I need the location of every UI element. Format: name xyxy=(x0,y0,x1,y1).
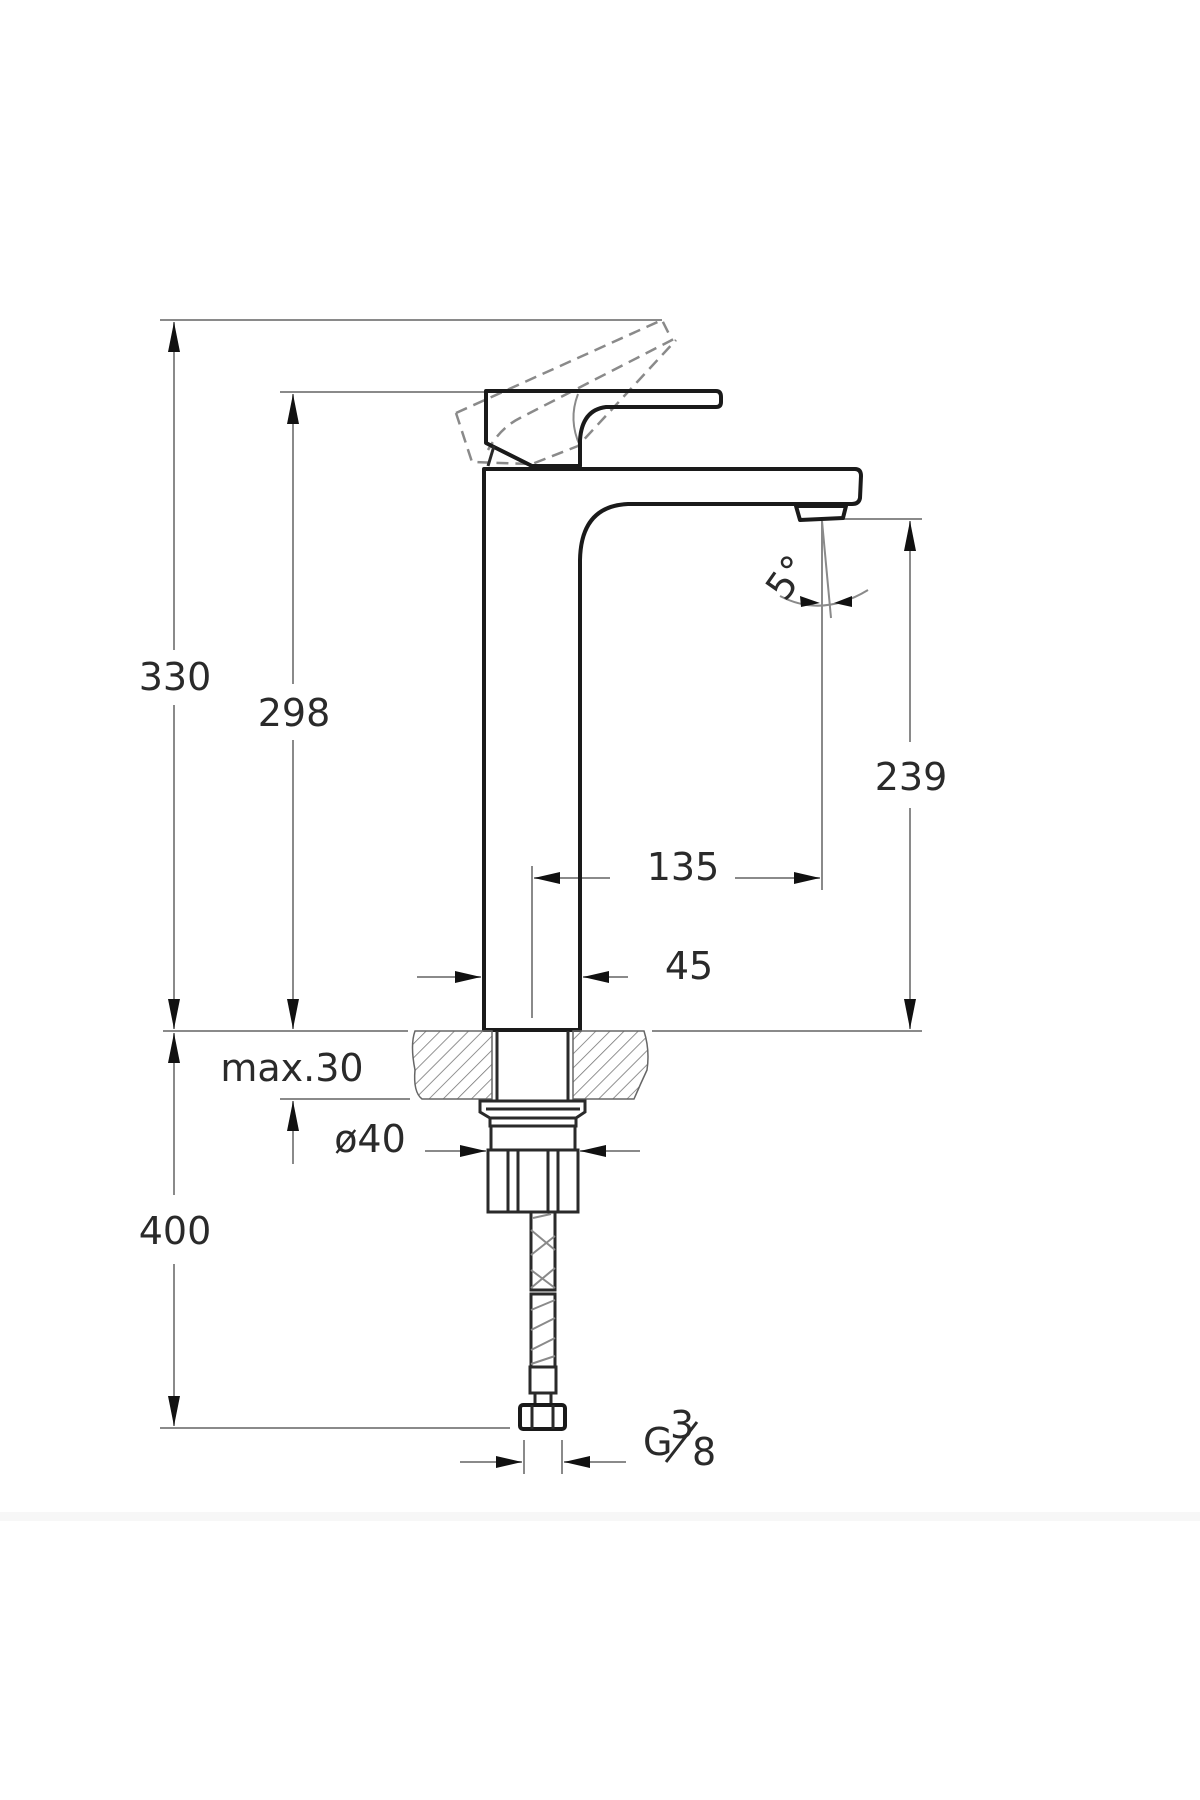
dimension-135 xyxy=(534,872,820,884)
hose-thread-letter: G xyxy=(643,1420,672,1464)
faucet-body xyxy=(454,318,863,1032)
dimension-hose-thread xyxy=(460,1440,626,1474)
dimension-label-diameter-40: ø40 xyxy=(334,1117,406,1161)
hose-thread-denominator: 8 xyxy=(692,1430,716,1474)
outlet-angle-indicator xyxy=(779,589,869,607)
dimension-45 xyxy=(417,971,628,983)
dimension-label-max30: max.30 xyxy=(220,1046,363,1090)
flexible-hose xyxy=(518,1210,567,1431)
dimension-label-239: 239 xyxy=(875,755,948,799)
bottom-divider-band xyxy=(0,1512,1200,1521)
dimension-400 xyxy=(168,1033,180,1426)
dimension-diameter-40 xyxy=(425,1145,640,1157)
hose-thread-label: G 3 8 xyxy=(643,1403,716,1474)
dimension-239 xyxy=(904,521,916,1029)
outlet-angle-label: 5° xyxy=(757,547,818,608)
dimension-label-45: 45 xyxy=(665,944,713,988)
dimension-label-298: 298 xyxy=(258,691,331,735)
counter-top-section xyxy=(411,1030,649,1100)
mounting-assembly xyxy=(478,1031,587,1214)
reference-lines xyxy=(160,319,922,1429)
dimension-max30 xyxy=(287,1101,299,1164)
dimension-label-330: 330 xyxy=(139,655,212,699)
dimension-330 xyxy=(168,322,180,1029)
dimension-298 xyxy=(287,394,299,1029)
dimension-label-135: 135 xyxy=(647,845,720,889)
dimension-label-400: 400 xyxy=(139,1209,212,1253)
